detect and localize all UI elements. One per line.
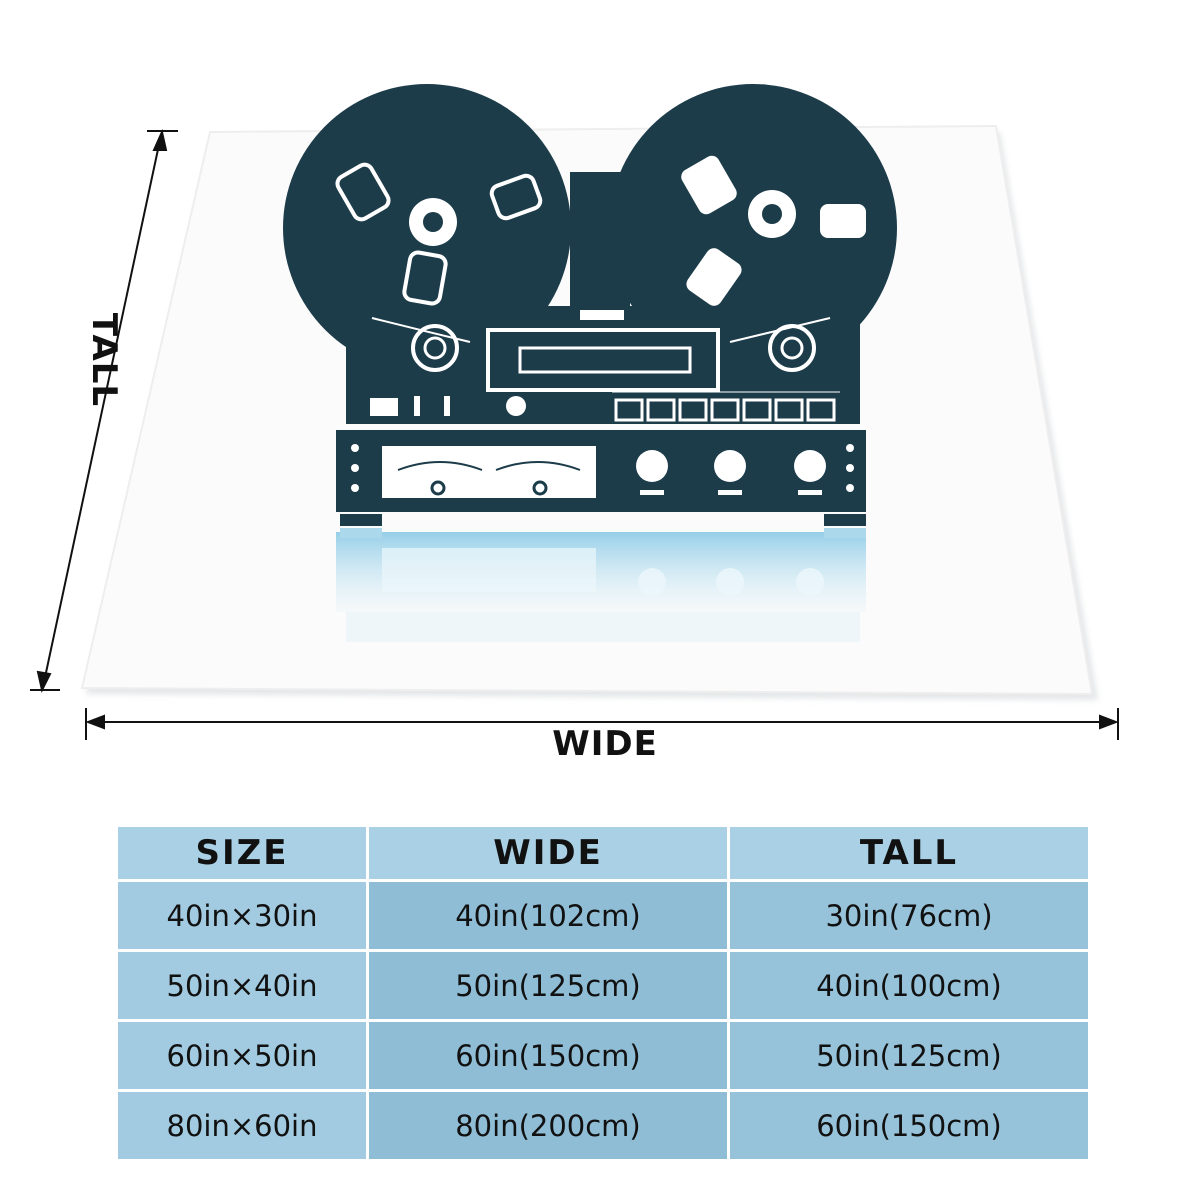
size-cell: 80in×60in: [118, 1092, 366, 1159]
right-reel: [609, 84, 897, 372]
table-header-row: SIZE WIDE TALL: [118, 827, 1088, 879]
wide-cell: 50in(125cm): [369, 952, 727, 1019]
tall-cell: 60in(150cm): [730, 1092, 1088, 1159]
tall-cell: 50in(125cm): [730, 1022, 1088, 1089]
header-size: SIZE: [118, 827, 366, 879]
size-cell: 40in×30in: [118, 882, 366, 949]
wide-arrow-icon: [85, 708, 1119, 740]
tall-cell: 30in(76cm): [730, 882, 1088, 949]
table-row: 80in×60in 80in(200cm) 60in(150cm): [118, 1092, 1088, 1159]
tape-recorder-artwork: [283, 84, 897, 526]
header-tall: TALL: [730, 827, 1088, 879]
wide-cell: 40in(102cm): [369, 882, 727, 949]
blanket-illustration: [30, 84, 1119, 740]
table-row: 40in×30in 40in(102cm) 30in(76cm): [118, 882, 1088, 949]
wide-cell: 60in(150cm): [369, 1022, 727, 1089]
tall-cell: 40in(100cm): [730, 952, 1088, 1019]
table-row: 60in×50in 60in(150cm) 50in(125cm): [118, 1022, 1088, 1089]
table-row: 50in×40in 50in(125cm) 40in(100cm): [118, 952, 1088, 1019]
header-wide: WIDE: [369, 827, 727, 879]
size-cell: 60in×50in: [118, 1022, 366, 1089]
artwork-reflection: [336, 528, 866, 642]
wide-cell: 80in(200cm): [369, 1092, 727, 1159]
wide-dimension-label: WIDE: [552, 724, 658, 764]
tall-dimension-label: TALL: [84, 312, 124, 408]
left-reel: [283, 84, 571, 372]
tall-arrow-icon: [30, 128, 178, 693]
size-cell: 50in×40in: [118, 952, 366, 1019]
size-chart-table: SIZE WIDE TALL 40in×30in 40in(102cm) 30i…: [115, 824, 1091, 1162]
